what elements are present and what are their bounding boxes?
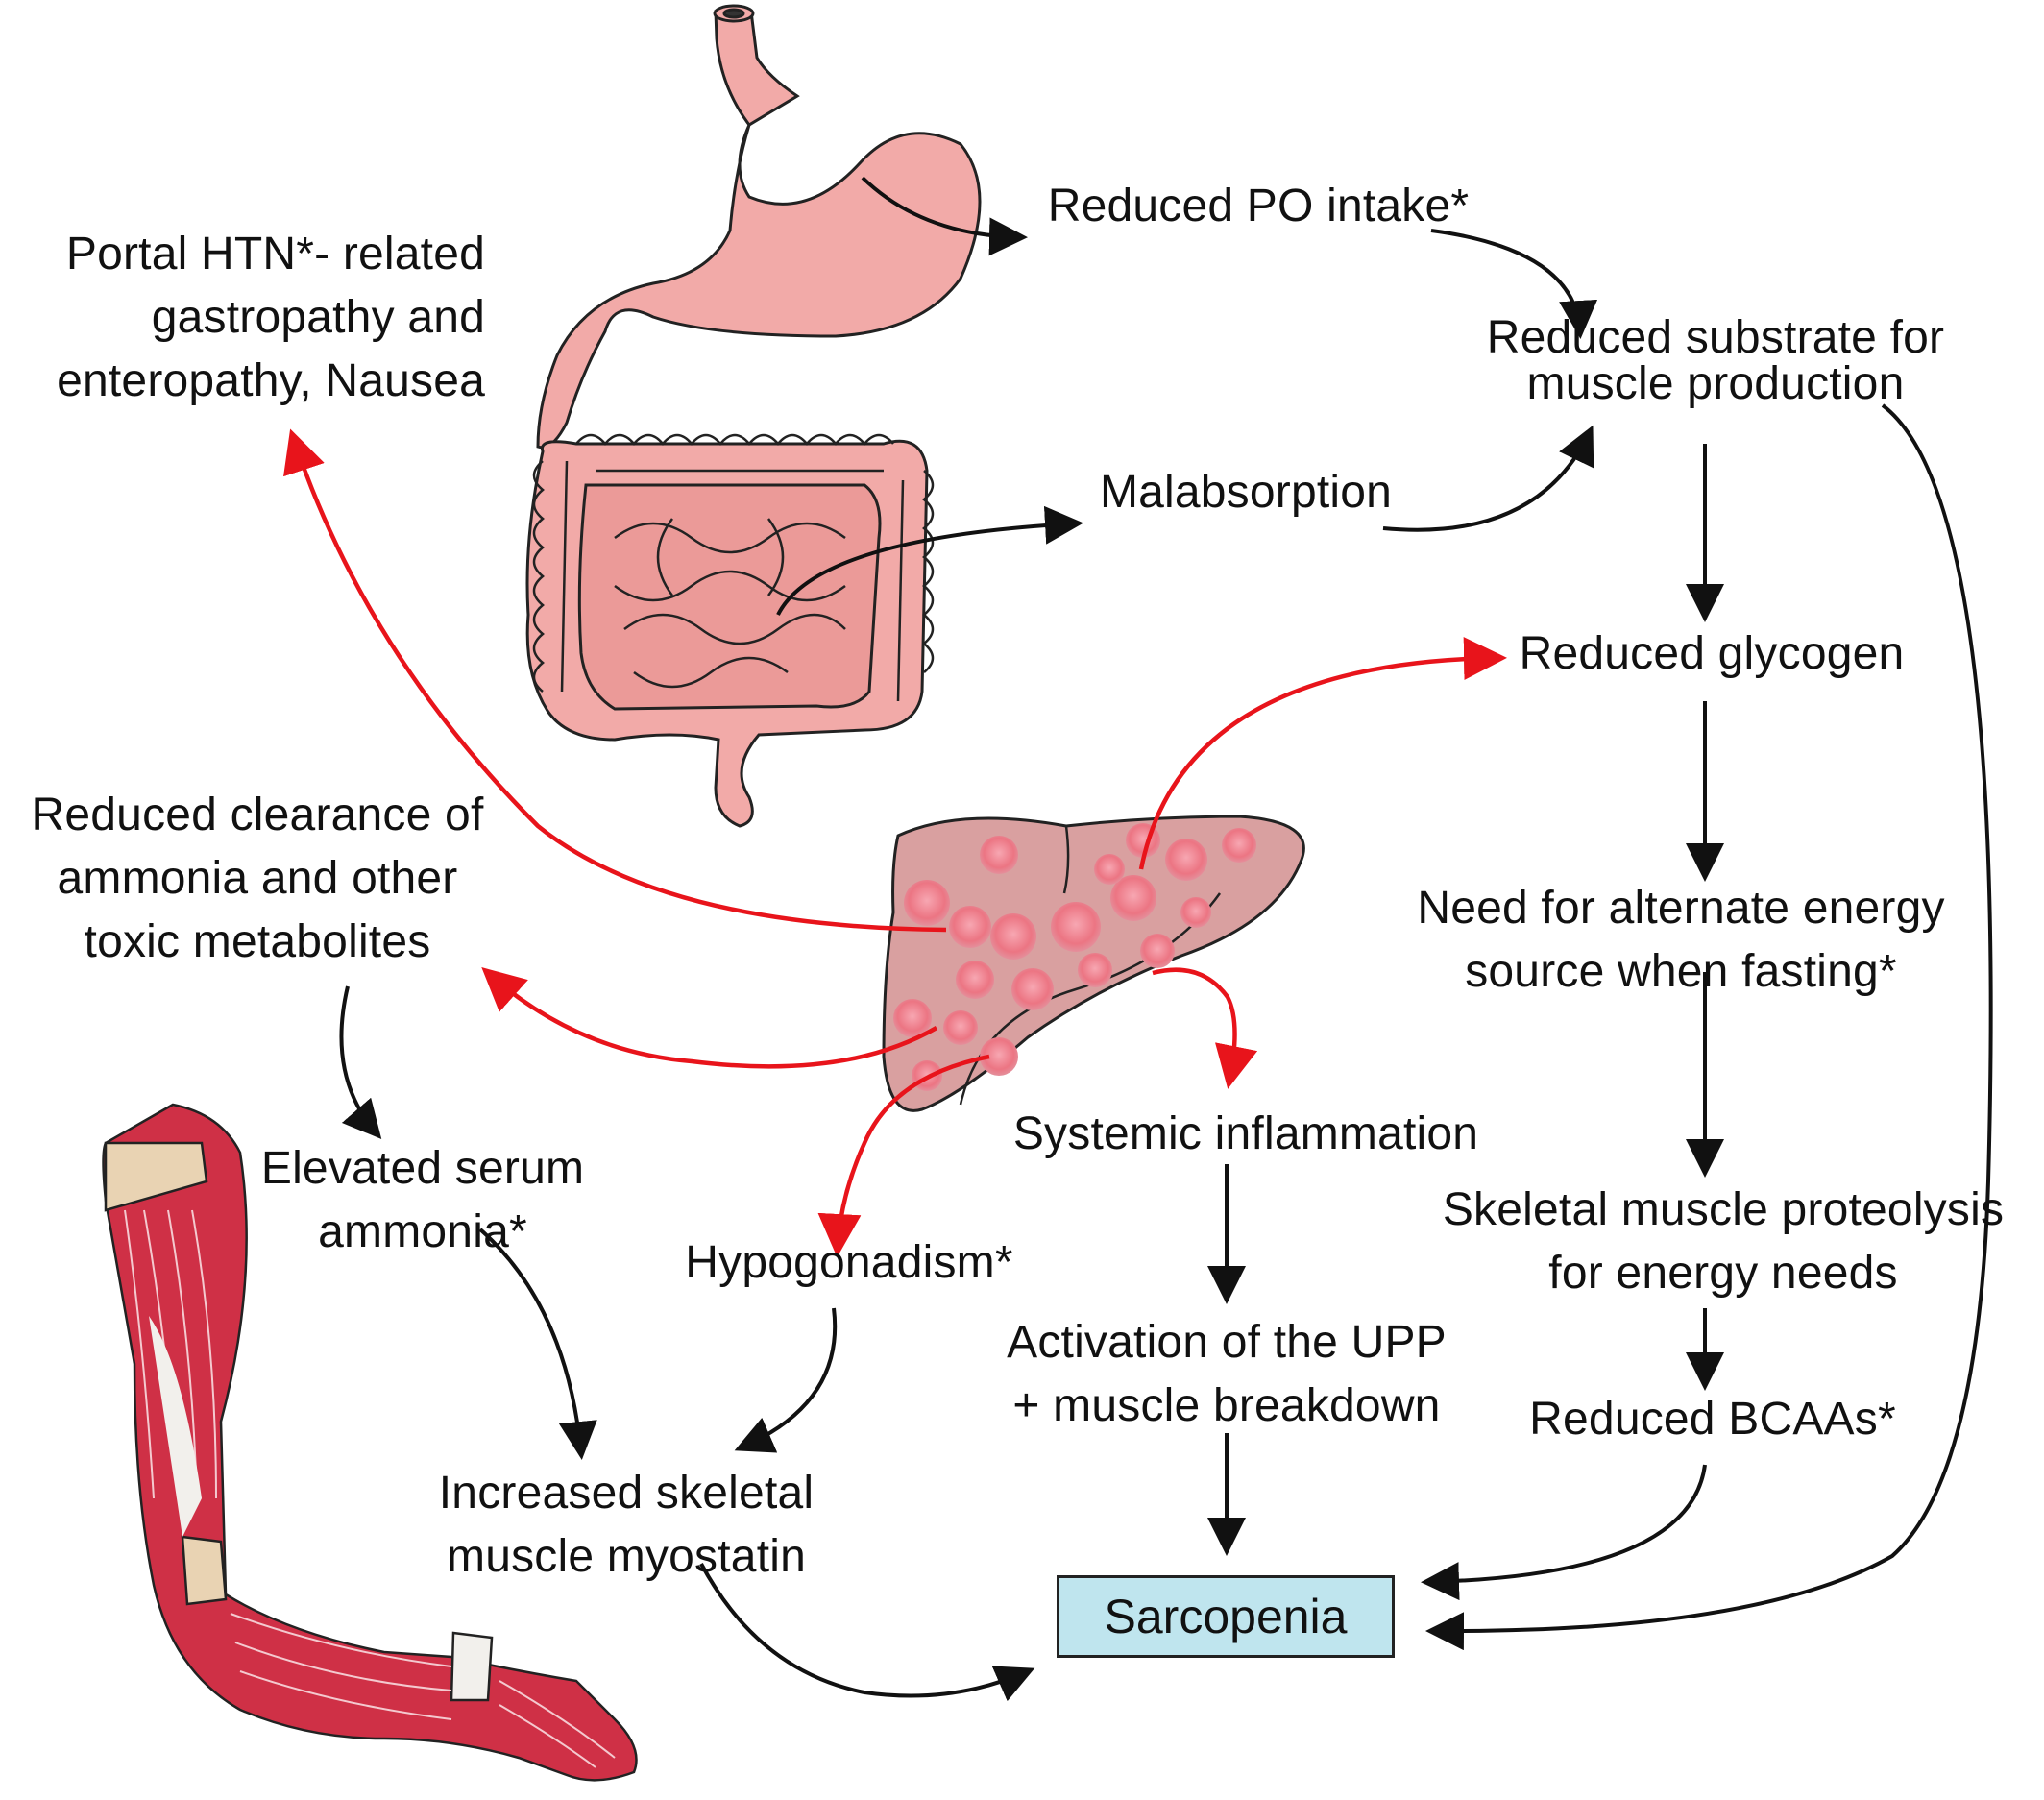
- arrow-ammonia-to-myostatin: [478, 1228, 597, 1460]
- arrow-hypogonadism-to-myostatin: [734, 1307, 838, 1453]
- label-reduced-glycogen: Reduced glycogen: [1519, 628, 1905, 679]
- arrow-bcaas-to-sarcopenia: [1421, 1464, 1707, 1601]
- sarcopenia-box: [1057, 1575, 1395, 1658]
- arm-muscle-icon: [102, 1103, 638, 1782]
- arrow-liver-to-clearance: [481, 967, 938, 1069]
- arrow-gut-to-malabsorption: [776, 505, 1083, 616]
- label-need-alternate-energy: Need for alternate energy source when fa…: [1417, 883, 1945, 997]
- stomach-intestines-icon: [525, 4, 982, 828]
- arrow-stomach-to-po: [861, 176, 1028, 256]
- arrow-substrate-to-sarcopenia: [1425, 403, 1993, 1651]
- label-skeletal-muscle-proteolysis: Skeletal muscle proteolysis for energy n…: [1442, 1184, 2005, 1299]
- arrow-liver-to-inflammation: [1152, 967, 1258, 1089]
- label-elevated-ammonia: Elevated serum ammonia*: [260, 1143, 585, 1257]
- label-reduced-po-intake: Reduced PO intake*: [1047, 181, 1470, 231]
- red-arrows: [283, 428, 1507, 1257]
- arrow-po-to-substrate: [1430, 229, 1598, 339]
- arrow-clearance-to-ammonia: [339, 985, 382, 1140]
- arrow-malabsorption-to-substrate: [1382, 425, 1594, 532]
- label-systemic-inflammation: Systemic inflammation: [1012, 1108, 1479, 1159]
- black-arrows: [339, 176, 1993, 1702]
- label-reduced-bcaas: Reduced BCAAs*: [1529, 1394, 1896, 1445]
- label-activation-upp: Activation of the UPP + muscle breakdown: [1007, 1317, 1447, 1431]
- label-malabsorption: Malabsorption: [1099, 467, 1393, 518]
- arrow-myostatin-to-sarcopenia: [699, 1563, 1035, 1702]
- arrow-liver-to-hypogonadism: [817, 1054, 990, 1257]
- label-reduced-clearance: Reduced clearance of ammonia and other t…: [31, 790, 484, 967]
- label-increased-myostatin: Increased skeletal muscle myostatin: [438, 1468, 815, 1582]
- label-portal-htn: Portal HTN*- related gastropathy and ent…: [57, 229, 485, 406]
- label-hypogonadism: Hypogonadism*: [685, 1237, 1013, 1288]
- arrow-liver-to-glycogen: [1138, 637, 1507, 870]
- label-reduced-substrate: Reduced substrate for muscle production: [1486, 312, 1945, 409]
- arrow-liver-to-portal: [283, 428, 947, 933]
- label-sarcopenia: Sarcopenia: [1104, 1590, 1348, 1643]
